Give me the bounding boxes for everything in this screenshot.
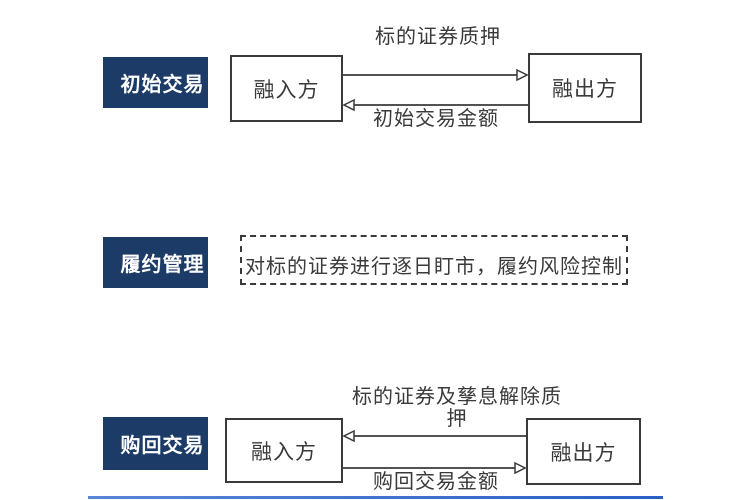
label-release-pledge: 标的证券及孳息解除质 押: [352, 386, 562, 430]
arrow-repurchase-amount-right-icon: [343, 461, 526, 475]
bottom-accent-line: [88, 496, 663, 499]
arrow-initial-amount-left-icon: [343, 98, 528, 112]
stage-label-performance-management: 履约管理: [103, 237, 208, 288]
node-borrower-initial: 融入方: [230, 55, 343, 122]
label-securities-pledge: 标的证券质押: [375, 26, 501, 48]
label-repurchase-transaction-amount: 购回交易金额: [373, 471, 499, 493]
performance-management-box: 对标的证券进行逐日盯市，履约风险控制: [240, 235, 628, 285]
stage-label-initial-transaction: 初始交易: [103, 57, 208, 108]
stage-label-repurchase-transaction: 购回交易: [103, 417, 208, 470]
node-borrower-repurchase-label: 融入方: [251, 440, 317, 464]
arrow-pledge-right-icon: [343, 68, 528, 82]
node-lender-initial-label: 融出方: [552, 78, 618, 101]
node-borrower-initial-label: 融入方: [253, 78, 320, 102]
node-lender-initial: 融出方: [528, 53, 642, 123]
arrow-release-left-icon: [343, 429, 526, 443]
node-lender-repurchase-label: 融出方: [550, 441, 617, 465]
label-initial-transaction-amount: 初始交易金额: [373, 108, 499, 130]
performance-management-text: 对标的证券进行逐日盯市，履约风险控制: [245, 255, 623, 278]
node-lender-repurchase: 融出方: [526, 418, 641, 485]
node-borrower-repurchase: 融入方: [225, 418, 343, 483]
